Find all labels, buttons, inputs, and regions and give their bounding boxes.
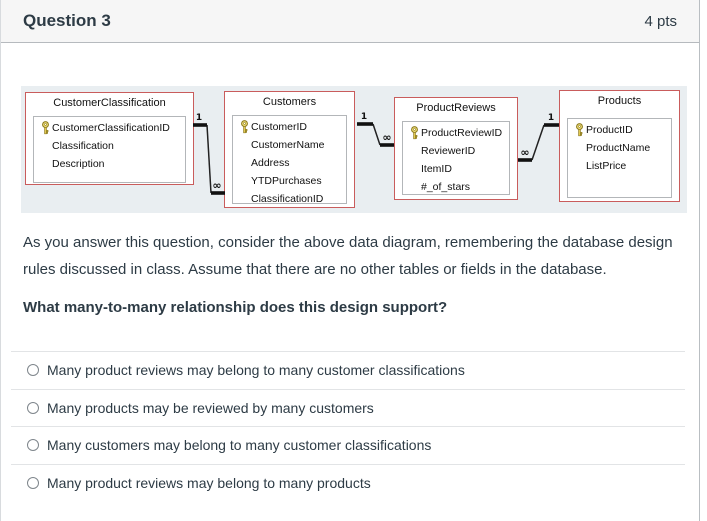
field-name: ProductReviewID bbox=[421, 127, 503, 139]
field-name: #_of_stars bbox=[421, 181, 471, 193]
field-row: ProductName bbox=[572, 139, 668, 157]
field-name: ProductName bbox=[586, 142, 651, 154]
field-row: CustomerName bbox=[237, 136, 343, 154]
field-name: ReviewerID bbox=[421, 145, 476, 157]
field-row: YTDPurchases bbox=[237, 172, 343, 190]
cardinality-many-label: ∞ bbox=[520, 146, 529, 159]
question-header: Question 3 4 pts bbox=[1, 0, 699, 43]
field-name: CustomerClassificationID bbox=[52, 122, 170, 134]
field-row: ProductID bbox=[572, 121, 668, 139]
field-row: CustomerID bbox=[237, 118, 343, 136]
field-list: ProductReviewID ReviewerID ItemID #_of_s… bbox=[402, 121, 510, 195]
table-title: Products bbox=[597, 95, 642, 107]
radio-button[interactable] bbox=[27, 401, 39, 414]
field-row: Address bbox=[237, 154, 343, 172]
primary-key-icon bbox=[407, 126, 421, 140]
field-row: Classification bbox=[38, 137, 182, 155]
table-customers: Customers CustomerID CustomerName Addres… bbox=[224, 91, 355, 208]
field-list: CustomerClassificationID Classification … bbox=[33, 116, 186, 183]
field-name: CustomerID bbox=[251, 121, 308, 133]
data-diagram: CustomerClassification CustomerClassific… bbox=[21, 86, 687, 213]
table-product-reviews: ProductReviews ProductReviewID ReviewerI… bbox=[394, 97, 518, 200]
field-name: Classification bbox=[52, 140, 114, 152]
answer-option-label[interactable]: Many product reviews may belong to many … bbox=[47, 362, 465, 379]
question-prompt: What many-to-many relationship does this… bbox=[23, 299, 448, 316]
field-name: ItemID bbox=[421, 163, 452, 175]
cardinality-many-label: ∞ bbox=[382, 131, 391, 144]
radio-button[interactable] bbox=[27, 476, 39, 489]
field-row: ProductReviewID bbox=[407, 124, 506, 142]
answer-option-label[interactable]: Many products may be reviewed by many cu… bbox=[47, 399, 374, 416]
table-customer-classification: CustomerClassification CustomerClassific… bbox=[25, 92, 194, 185]
field-name: CustomerName bbox=[251, 139, 325, 151]
field-name: ListPrice bbox=[586, 160, 627, 172]
primary-key-icon bbox=[38, 121, 52, 135]
field-row: ItemID bbox=[407, 160, 506, 178]
cardinality-one-label: 1 bbox=[548, 113, 554, 123]
field-list: ProductID ProductName ListPrice bbox=[567, 118, 672, 198]
field-list: CustomerID CustomerName Address YTDPurch… bbox=[232, 115, 347, 204]
field-name: Description bbox=[52, 158, 105, 170]
cardinality-one-label: 1 bbox=[196, 113, 202, 123]
primary-key-icon bbox=[237, 120, 251, 134]
field-name: ProductID bbox=[586, 124, 633, 136]
field-row: CustomerClassificationID bbox=[38, 119, 182, 137]
field-name: ClassificationID bbox=[251, 193, 324, 204]
radio-button[interactable] bbox=[27, 439, 39, 452]
cardinality-many-label: ∞ bbox=[212, 179, 221, 192]
answer-option-1[interactable]: Many product reviews may belong to many … bbox=[11, 351, 685, 389]
primary-key-icon bbox=[572, 123, 586, 137]
field-row: Description bbox=[38, 155, 182, 173]
field-name: YTDPurchases bbox=[251, 175, 322, 187]
field-row: #_of_stars bbox=[407, 178, 506, 194]
field-row: ReviewerID bbox=[407, 142, 506, 160]
table-title: Customers bbox=[262, 96, 317, 108]
answer-option-3[interactable]: Many customers may belong to many custom… bbox=[11, 426, 685, 464]
field-row: ClassificationID bbox=[237, 190, 343, 204]
question-paragraph: As you answer this question, consider th… bbox=[23, 234, 673, 278]
field-row: ListPrice bbox=[572, 157, 668, 175]
question-title: Question 3 bbox=[23, 11, 111, 30]
question-points: 4 pts bbox=[644, 12, 677, 30]
answer-option-4[interactable]: Many product reviews may belong to many … bbox=[11, 463, 685, 502]
table-title: ProductReviews bbox=[416, 102, 496, 114]
radio-button[interactable] bbox=[27, 364, 39, 377]
table-title: CustomerClassification bbox=[53, 97, 166, 109]
answer-option-2[interactable]: Many products may be reviewed by many cu… bbox=[11, 388, 685, 427]
question-body: As you answer this question, consider th… bbox=[23, 229, 687, 320]
answer-option-label[interactable]: Many customers may belong to many custom… bbox=[47, 437, 432, 454]
answer-options: Many product reviews may belong to many … bbox=[11, 351, 685, 501]
field-name: Address bbox=[251, 157, 290, 169]
table-products: Products ProductID ProductName ListPrice bbox=[559, 90, 680, 202]
answer-option-label[interactable]: Many product reviews may belong to many … bbox=[47, 474, 371, 491]
cardinality-one-label: 1 bbox=[361, 112, 367, 122]
